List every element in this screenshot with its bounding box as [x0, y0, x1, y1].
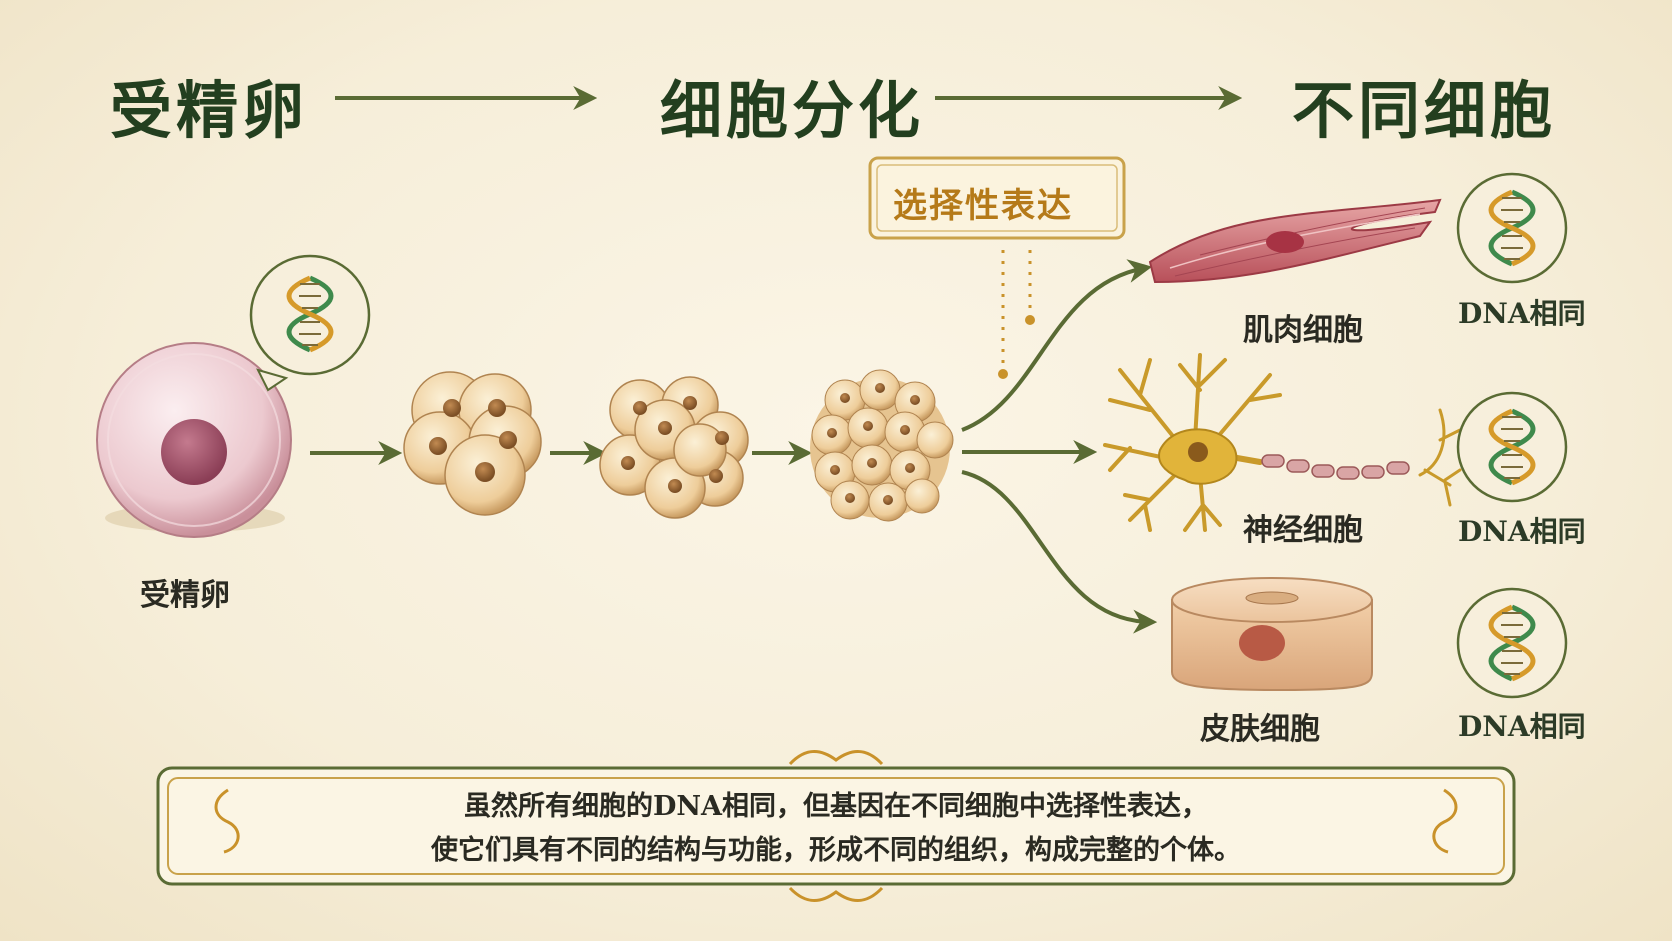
note-line-1: 虽然所有细胞的DNA相同，但基因在不同细胞中选择性表达，: [463, 791, 1209, 822]
dna-badge-muscle: [1456, 172, 1568, 284]
morula-stage: [810, 369, 954, 522]
note-frame: [156, 750, 1516, 902]
nerve-axon: [1261, 454, 1410, 480]
dna-same-label-1: DNA相同: [1458, 297, 1586, 330]
label-skin-cell: 皮肤细胞: [1200, 712, 1320, 747]
arrow-to-skin: [961, 470, 1158, 634]
arrow-to-muscle: [961, 259, 1153, 432]
four-cell-stage: [403, 371, 542, 516]
muscle-cell: [1148, 198, 1442, 284]
skin-cell: [1171, 577, 1373, 692]
label-muscle-cell: 肌肉细胞: [1243, 313, 1363, 348]
header-zygote: 受精卵: [110, 74, 309, 147]
selective-expression-label: 选择性表达: [893, 186, 1073, 226]
eight-cell-stage: [599, 376, 749, 519]
dna-same-label-3: DNA相同: [1458, 710, 1586, 743]
dna-badge-skin: [1456, 587, 1568, 699]
note-line-2: 使它们具有不同的结构与功能，形成不同的组织，构成完整的个体。: [431, 835, 1241, 866]
header-different-cells: 不同细胞: [1292, 74, 1557, 147]
nerve-cell: [1103, 353, 1462, 532]
header-differentiation: 细胞分化: [660, 74, 925, 147]
zygote-nucleus: [161, 419, 227, 485]
selective-expression-box: [868, 156, 1126, 240]
dna-same-label-2: DNA相同: [1458, 515, 1586, 548]
label-zygote: 受精卵: [140, 578, 230, 613]
dna-badge-nerve: [1456, 391, 1568, 503]
label-nerve-cell: 神经细胞: [1243, 513, 1363, 548]
